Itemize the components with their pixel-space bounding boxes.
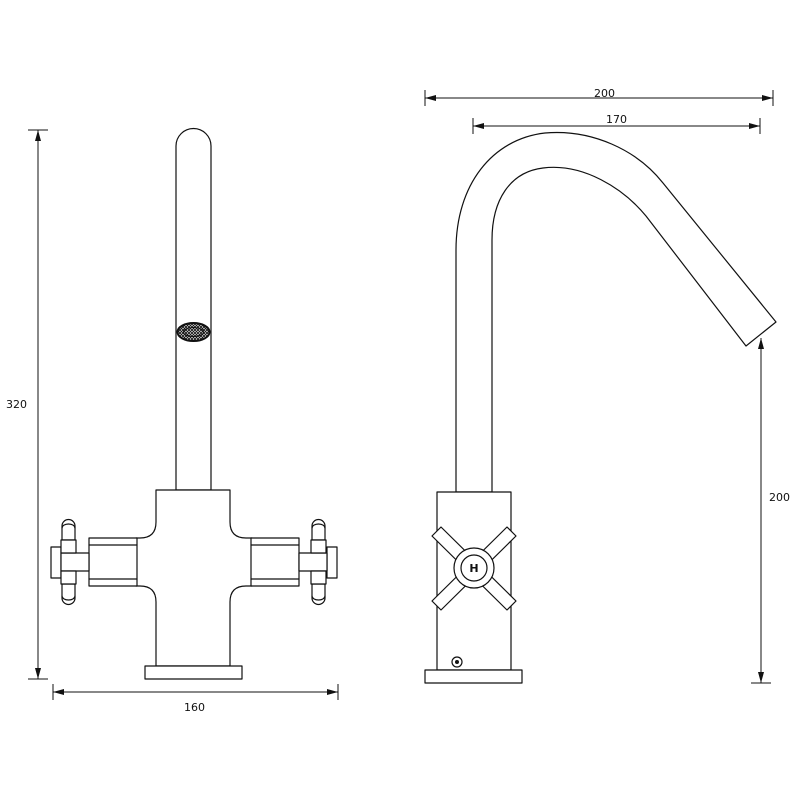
- hot-indicator: H: [469, 562, 478, 575]
- grub-screw-icon: [451, 656, 463, 668]
- side-spout: [455, 131, 777, 493]
- dimension-label-reach-inner: 170: [606, 113, 627, 126]
- side-cross-handle: H: [431, 526, 517, 611]
- front-base-plate: [144, 665, 243, 680]
- front-view: [50, 127, 338, 680]
- side-view: H: [424, 131, 777, 684]
- dimension-label-spout-height: 200: [769, 491, 790, 504]
- aerator-icon: [176, 322, 211, 342]
- front-spout-column: [175, 127, 212, 491]
- dimension-spout-height: 200: [751, 338, 790, 684]
- dimension-label-width: 160: [184, 701, 205, 714]
- dimension-height-total: 320: [6, 129, 48, 680]
- left-valve-body: [88, 537, 138, 587]
- side-base-plate: [424, 669, 523, 684]
- dimension-label-reach-outer: 200: [594, 87, 615, 100]
- dimension-reach-outer: 200: [424, 87, 774, 106]
- dimension-label-height: 320: [6, 398, 27, 411]
- dimension-reach-inner: 170: [472, 113, 761, 134]
- dimension-width-front: 160: [52, 684, 339, 714]
- front-body: [135, 489, 253, 667]
- right-cross-handle: [298, 518, 338, 606]
- left-cross-handle: [50, 518, 90, 606]
